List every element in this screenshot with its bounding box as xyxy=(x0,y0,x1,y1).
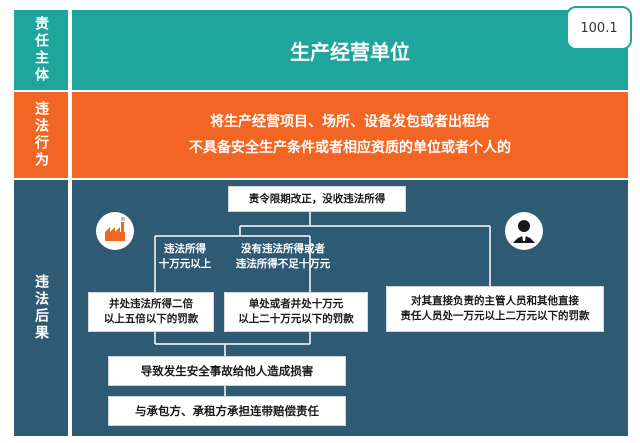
personal-fine-line-2: 责任人员处一万元以上二万元以下的罚款 xyxy=(400,310,590,322)
condition-high-label: 违法所得 十万元以上 xyxy=(150,242,220,272)
personal-fine-box: 对其直接负责的主管人员和其他直接 责任人员处一万元以上二万元以下的罚款 xyxy=(386,286,604,332)
consequence-label: 违法后果 xyxy=(33,274,49,342)
fine-high-line-1: 并处违法所得二倍 xyxy=(109,298,193,310)
joint-liability-box: 与承包方、承租方承担连带赔偿责任 xyxy=(108,396,346,426)
subject-label-bg xyxy=(14,10,68,90)
violation-line-2: 不具备安全生产条件或者相应资质的单位或者个人的 xyxy=(189,140,511,156)
condition-low-label: 没有违法所得或者 违法所得不足十万元 xyxy=(228,242,338,272)
violation-line-1: 将生产经营项目、场所、设备发包或者出租给 xyxy=(210,114,490,130)
factory-icon xyxy=(96,212,134,250)
condition-high-line-1: 违法所得 xyxy=(164,243,206,255)
fine-high-box: 并处违法所得二倍 以上五倍以下的罚款 xyxy=(88,292,214,332)
personal-fine-line-1: 对其直接负责的主管人员和其他直接 xyxy=(411,295,579,307)
consequence-label-bg xyxy=(14,180,68,436)
subject-text: 生产经营单位 xyxy=(290,39,410,64)
condition-low-line-2: 违法所得不足十万元 xyxy=(235,258,331,270)
fine-low-box: 单处或者并处十万元 以上二十万元以下的罚款 xyxy=(224,292,368,332)
condition-high-line-2: 十万元以上 xyxy=(158,258,212,270)
page-number-badge: 100.1 xyxy=(566,6,632,50)
person-icon xyxy=(505,212,543,250)
fine-low-line-1: 单处或者并处十万元 xyxy=(248,298,344,310)
subject-label: 责任主体 xyxy=(33,16,49,84)
subject-band: 生产经营单位 xyxy=(72,10,628,90)
order-correction-box: 责令限期改正，没收违法所得 xyxy=(228,186,406,212)
accident-box: 导致发生安全事故给他人造成损害 xyxy=(108,356,346,386)
violation-label-bg xyxy=(14,92,68,178)
violation-band: 将生产经营项目、场所、设备发包或者出租给 不具备安全生产条件或者相应资质的单位或… xyxy=(72,92,628,178)
condition-low-line-1: 没有违法所得或者 xyxy=(241,243,325,255)
fine-high-line-2: 以上五倍以下的罚款 xyxy=(103,313,199,325)
fine-low-line-2: 以上二十万元以下的罚款 xyxy=(238,313,354,325)
violation-label: 违法行为 xyxy=(33,101,49,169)
